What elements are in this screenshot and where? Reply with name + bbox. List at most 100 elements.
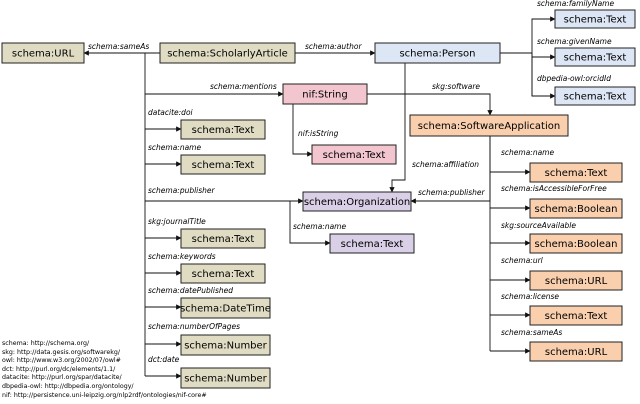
node-swUrl: schema:URL bbox=[529, 270, 623, 291]
node-keywords: schema:Text bbox=[180, 263, 266, 284]
node-box-swFree bbox=[529, 198, 623, 219]
node-label-nifText: schema:Text bbox=[323, 150, 386, 161]
edge-label-swFree: schema:isAccessibleForFree bbox=[501, 184, 607, 193]
node-url: schema:URL bbox=[1, 42, 85, 64]
edge-familyName bbox=[500, 16, 556, 54]
node-label-dctdate: schema:Number bbox=[184, 374, 267, 385]
namespace-line: nif: http://persistence.uni-leipzig.org/… bbox=[2, 391, 207, 399]
node-label-swUrl: schema:URL bbox=[545, 276, 608, 287]
node-box-swName bbox=[529, 162, 623, 183]
node-person: schema:Person bbox=[374, 42, 501, 64]
edge-label-orgName: schema:name bbox=[293, 222, 346, 231]
edge-label-isString: nif:isString bbox=[298, 129, 339, 138]
edge-orcid bbox=[531, 57, 556, 99]
edge-label-publisher: schema:publisher bbox=[148, 186, 216, 195]
namespace-line: schema: http://schema.org/ bbox=[2, 340, 90, 347]
namespace-line: dct: http://purl.org/dc/elements/1.1/ bbox=[2, 365, 116, 373]
edge-affiliation bbox=[389, 63, 406, 193]
node-label-keywords: schema:Text bbox=[192, 269, 255, 280]
edge-labels-layer: schema:sameAs schema:author schema:familyN… bbox=[88, 0, 614, 364]
edge-label-swSource: skg:sourceAvailable bbox=[501, 221, 576, 230]
edge-label-author: schema:author bbox=[305, 42, 362, 51]
edge-label-dctdate: dct:date bbox=[148, 355, 180, 364]
node-box-software bbox=[409, 114, 569, 137]
node-pages: schema:Number bbox=[180, 334, 271, 356]
node-box-familyName bbox=[554, 9, 636, 29]
node-label-software: schema:SoftwareApplication bbox=[418, 121, 560, 132]
edge-label-sameAs: schema:sameAs bbox=[88, 42, 149, 51]
node-swName: schema:Text bbox=[529, 162, 623, 183]
node-label-swSameAs: schema:URL bbox=[545, 347, 608, 358]
node-nifText: schema:Text bbox=[311, 144, 397, 165]
node-givenName: schema:Text bbox=[554, 47, 636, 67]
node-box-swLicense bbox=[529, 305, 623, 326]
node-box-date bbox=[180, 297, 271, 319]
namespace-line: owl: http://www.w3.org/2002/07/owl# bbox=[2, 357, 121, 365]
edge-label-name: schema:name bbox=[148, 143, 201, 152]
edge-label-pages: schema:numberOfPages bbox=[148, 322, 240, 331]
edge-label-mentions: schema:mentions bbox=[210, 82, 277, 91]
edges-layer bbox=[83, 16, 556, 379]
node-swFree: schema:Boolean bbox=[529, 198, 623, 219]
node-article: schema:ScholarlyArticle bbox=[159, 42, 296, 64]
edge-label-keywords: schema:keywords bbox=[148, 252, 216, 261]
node-label-url: schema:URL bbox=[12, 49, 75, 60]
node-orgName: schema:Text bbox=[329, 233, 415, 254]
node-date: schema:DateTime bbox=[180, 297, 271, 319]
node-box-dctdate bbox=[180, 367, 271, 389]
node-box-doi bbox=[180, 119, 266, 140]
node-organization: schema:Organization bbox=[302, 191, 412, 212]
node-name: schema:Text bbox=[180, 154, 266, 175]
edge-label-software: skg:software bbox=[432, 82, 480, 91]
node-box-pages bbox=[180, 334, 271, 356]
node-label-orcid: schema:Text bbox=[564, 92, 627, 103]
node-box-article bbox=[159, 42, 296, 64]
namespace-legend: schema: http://schema.org/skg: http://da… bbox=[2, 340, 207, 400]
node-box-nifText bbox=[311, 144, 397, 165]
node-nifString: nif:String bbox=[282, 83, 368, 105]
edge-software bbox=[367, 93, 493, 116]
namespace-line: skg: http://data.gesis.org/softwarekg/ bbox=[2, 348, 120, 356]
node-label-date: schema:DateTime bbox=[180, 304, 271, 315]
node-box-person bbox=[374, 42, 501, 64]
edge-label-journal: skg:journalTitle bbox=[148, 217, 206, 226]
node-label-orgName: schema:Text bbox=[341, 239, 404, 250]
node-dctdate: schema:Number bbox=[180, 367, 271, 389]
node-box-swUrl bbox=[529, 270, 623, 291]
edge-label-orcid: dbpedia-owl:orcidId bbox=[537, 74, 611, 83]
edge-isString bbox=[292, 104, 313, 157]
node-box-swSameAs bbox=[529, 341, 623, 362]
node-box-keywords bbox=[180, 263, 266, 284]
node-box-nifString bbox=[282, 83, 368, 105]
edge-label-affiliation: schema:affiliation bbox=[412, 160, 479, 169]
node-orcid: schema:Text bbox=[554, 86, 636, 106]
node-box-orcid bbox=[554, 86, 636, 106]
node-box-orgName bbox=[329, 233, 415, 254]
node-label-swName: schema:Text bbox=[545, 168, 608, 179]
node-box-swSource bbox=[529, 233, 623, 254]
node-journal: schema:Text bbox=[180, 228, 266, 249]
nodes-layer: schema:URL schema:ScholarlyArticle schema:… bbox=[1, 9, 636, 389]
node-label-swLicense: schema:Text bbox=[545, 311, 608, 322]
edge-label-swName: schema:name bbox=[501, 148, 554, 157]
edge-label-familyName: schema:familyName bbox=[537, 0, 614, 8]
edge-label-date: schema:datePublished bbox=[148, 286, 233, 295]
node-box-name bbox=[180, 154, 266, 175]
node-label-givenName: schema:Text bbox=[564, 53, 627, 64]
node-label-person: schema:Person bbox=[399, 49, 475, 60]
edge-swPublisher bbox=[410, 136, 491, 204]
node-swSource: schema:Boolean bbox=[529, 233, 623, 254]
edge-label-givenName: schema:givenName bbox=[537, 37, 612, 46]
node-label-name: schema:Text bbox=[192, 160, 255, 171]
edge-orgName bbox=[289, 201, 331, 246]
node-label-journal: schema:Text bbox=[192, 234, 255, 245]
node-doi: schema:Text bbox=[180, 119, 266, 140]
node-label-nifString: nif:String bbox=[302, 90, 348, 101]
edge-label-swUrl: schema:url bbox=[501, 256, 544, 265]
node-box-organization bbox=[302, 191, 412, 212]
edge-givenName bbox=[531, 53, 556, 60]
namespace-line: datacite: http://purl.org/spar/datacite/ bbox=[2, 374, 122, 382]
node-box-givenName bbox=[554, 47, 636, 67]
node-label-familyName: schema:Text bbox=[564, 15, 627, 26]
